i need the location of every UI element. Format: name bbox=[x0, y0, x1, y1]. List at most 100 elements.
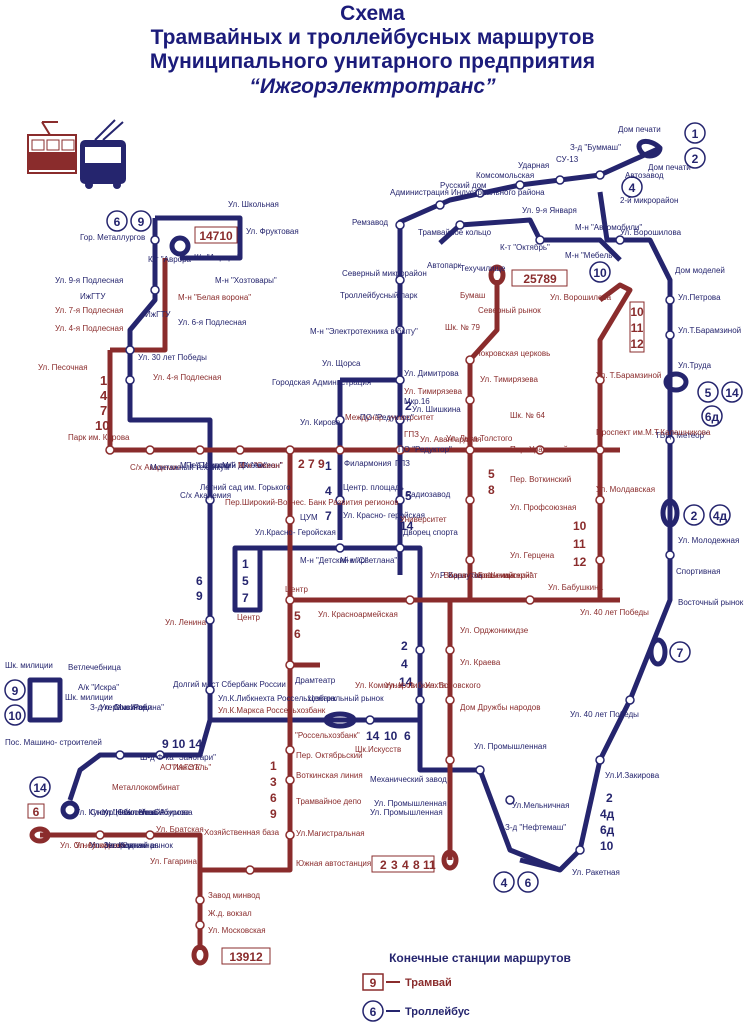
stop-label: Ул. Промышленная bbox=[474, 742, 547, 751]
tram-6-dr: 6 bbox=[270, 791, 277, 805]
stop-label: Долгий мост Сбербанк России bbox=[173, 680, 286, 689]
stop-label: Ул. Т.Барамзиной bbox=[596, 371, 661, 380]
trolley-6-lenin: 6 bbox=[196, 574, 203, 588]
stop-label: Банк "Перво- майский" bbox=[448, 571, 533, 580]
stop-label: Металлокомбинат bbox=[112, 783, 180, 792]
stop-label: Ул. Загородная bbox=[90, 841, 147, 850]
stop-label: Ул. Сабурова bbox=[140, 808, 190, 817]
stop-label: Ул. 9-я Подлесная bbox=[55, 276, 123, 285]
stop-label: Ул. Красноармейская bbox=[318, 610, 398, 619]
map-title-line-1: Схема bbox=[340, 2, 405, 25]
terminus-23481-4: 4 bbox=[402, 858, 409, 872]
trolley-stop-markers bbox=[115, 170, 675, 855]
tram-6-red: 6 bbox=[294, 627, 301, 641]
stop-label: Механический завод bbox=[370, 775, 447, 784]
stop-label: Ул.К.Маркса Россельхозбанк bbox=[218, 706, 326, 715]
stop-label: Ул. Ракетная bbox=[572, 868, 620, 877]
stop-label: Ул. К. Либкнехта bbox=[385, 681, 447, 690]
stop-label: Ул. Мохарова bbox=[75, 841, 126, 850]
stop-label: Ул.Красно- Геройская bbox=[255, 528, 336, 537]
trolley-ghz-14: 14 bbox=[400, 519, 414, 533]
legend-tram-number: 9 bbox=[370, 976, 377, 990]
route-2-right: 2 bbox=[606, 791, 613, 805]
stop-label: Восточный рынок bbox=[678, 598, 744, 607]
stop-label: Ул. Ново-Ахимова bbox=[125, 808, 193, 817]
stop-label: Ул. Коммунаров bbox=[355, 681, 415, 690]
tram-279: 2 7 9 bbox=[298, 457, 325, 471]
route-2-badge: 2 bbox=[692, 152, 699, 166]
stop-label: ПО "Редуктор" bbox=[398, 445, 452, 454]
stop-label: Ул. Льва Толстого bbox=[446, 434, 513, 443]
tram-routes bbox=[29, 258, 633, 966]
stop-label: М-н "Светлана" bbox=[340, 556, 397, 565]
stop-label: Городская Администрация bbox=[272, 378, 371, 387]
tram-5-vor: 5 bbox=[488, 467, 495, 481]
stop-label: Бумаш bbox=[460, 291, 485, 300]
stop-label: Ул. Тимирязева bbox=[404, 387, 463, 396]
stop-label: Центр bbox=[237, 613, 260, 622]
stop-label: ПО "Редуктор" bbox=[360, 413, 414, 422]
stop-label: З-д "Нефтемаш" bbox=[505, 823, 566, 832]
trolley-147-7: 7 bbox=[325, 509, 332, 523]
trolley-9-10-14: 9 10 14 bbox=[162, 737, 202, 751]
map-title-line-3: Муниципального унитарного предприятия bbox=[149, 50, 596, 73]
stop-label: Университет bbox=[400, 515, 447, 524]
stop-label: Ул. 4-я Подлесная bbox=[153, 373, 221, 382]
stop-label: Южный рынок bbox=[120, 841, 173, 850]
stop-label: Ул. Промышленная bbox=[374, 799, 447, 808]
stop-label: Ул. 4-я Подлесная bbox=[55, 324, 123, 333]
route-9-left: 9 bbox=[138, 215, 145, 229]
stop-label: Больница bbox=[478, 571, 515, 580]
tram-6-box: 6 bbox=[33, 805, 40, 819]
trolley-157-1: 1 bbox=[242, 557, 249, 571]
stop-label: Хозяйственная база bbox=[204, 828, 280, 837]
terminus-14710: 14710 bbox=[199, 229, 233, 243]
stop-label: Ул. Кирова bbox=[300, 418, 341, 427]
stop-label: Ул. Бабушкина bbox=[548, 583, 604, 592]
stop-label: Ул. Авангардная bbox=[420, 435, 481, 444]
stop-label: С/х Академия bbox=[130, 463, 181, 472]
trolley-kl-14b: 14 bbox=[366, 729, 380, 743]
stop-label: Северный микрорайон bbox=[342, 269, 427, 278]
stop-label: Драмтеатр bbox=[295, 676, 336, 685]
stop-label: Ул. Шишкина bbox=[412, 405, 461, 414]
tram-10-label: 10 bbox=[630, 305, 644, 319]
stop-label: Стоп. "Юбилейный" bbox=[90, 808, 164, 817]
stop-label: Автопарк bbox=[427, 261, 462, 270]
tram-1-left: 1 bbox=[100, 373, 107, 388]
legend-trolley-number: 6 bbox=[370, 1005, 377, 1019]
stop-label: Ул. Молдавская bbox=[596, 485, 655, 494]
stop-label: АО "Ижсталь" bbox=[160, 763, 211, 772]
route-4d-right: 4д bbox=[600, 807, 615, 821]
stop-label: Ул. Димитрова bbox=[404, 369, 459, 378]
stop-label: Ул. Щорса bbox=[322, 359, 361, 368]
tram-3-dr: 3 bbox=[270, 775, 277, 789]
stop-label: Шк.Искусств bbox=[355, 745, 401, 754]
tram-1-dr: 1 bbox=[270, 759, 277, 773]
stop-label: Ул. Московская bbox=[208, 926, 266, 935]
stop-label: Автозавод bbox=[625, 171, 664, 180]
stop-label: Дом Дружбы народов bbox=[460, 703, 541, 712]
tram-12-label: 12 bbox=[630, 337, 644, 351]
route-14-ll: 14 bbox=[33, 781, 47, 795]
stop-label: 2-й микрорайон bbox=[620, 196, 678, 205]
route-6-left: 6 bbox=[114, 215, 121, 229]
stop-label: Шк. № 64 bbox=[510, 411, 546, 420]
stop-label: Шк. № 79 bbox=[445, 323, 481, 332]
stop-label: А/к "Искра" bbox=[78, 683, 119, 692]
stop-label: Монтажный техникум bbox=[150, 463, 230, 472]
stop-label: Ул. Герцена bbox=[510, 551, 555, 560]
stop-label: Северный рынок bbox=[478, 306, 541, 315]
stop-label: Ул. Воровского bbox=[430, 571, 486, 580]
stop-label: М-н "Хозтовары" bbox=[215, 276, 277, 285]
stop-label: Ул. Школьная bbox=[228, 200, 279, 209]
stop-label: "Россельхозбанк" bbox=[295, 731, 360, 740]
tram-7-left: 7 bbox=[100, 403, 107, 418]
trolley-ghz-2: 2 bbox=[405, 399, 412, 413]
stop-label: Пер. Уральский bbox=[510, 445, 568, 454]
tram-stop-markers bbox=[95, 355, 605, 930]
route-10-badge: 10 bbox=[593, 266, 607, 280]
terminus-25789: 25789 bbox=[523, 272, 557, 286]
